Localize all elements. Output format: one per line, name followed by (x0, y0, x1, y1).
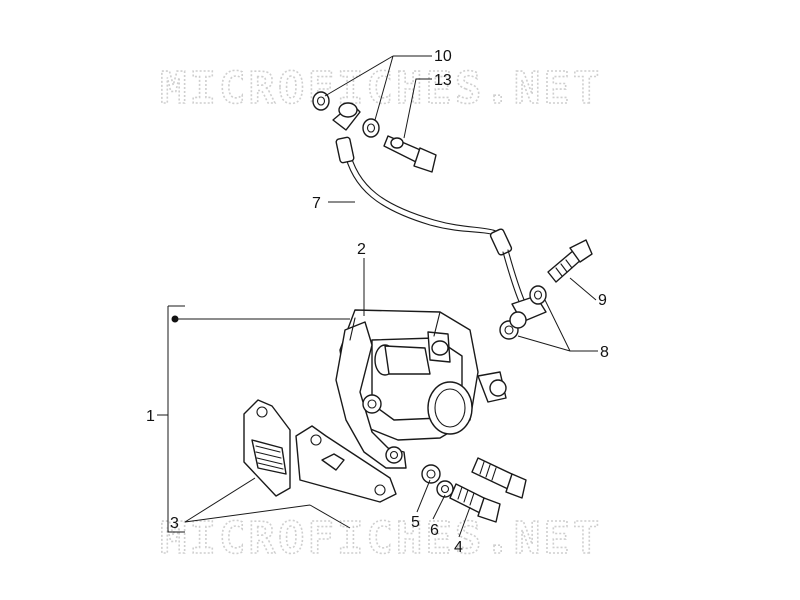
watermark-bottom: MICROFICHES.NET (160, 513, 602, 564)
leader-lines (157, 55, 598, 538)
callout-10: 10 (434, 48, 452, 65)
callout-13: 13 (434, 72, 452, 89)
banjo-bolt-right (547, 239, 593, 283)
callout-3: 3 (170, 515, 179, 532)
callout-6: 6 (430, 522, 439, 539)
watermark-top: MICROFICHES.NET (160, 63, 602, 114)
caliper-washers (421, 464, 454, 498)
callout-7: 7 (312, 195, 321, 212)
brake-caliper (335, 309, 507, 469)
callout-8: 8 (600, 344, 609, 361)
brake-hose (332, 102, 547, 323)
caliper-mounting-bolts (449, 457, 527, 523)
brake-pads (243, 399, 397, 503)
banjo-bolt-top (383, 135, 437, 173)
hose-washers-right (499, 285, 547, 340)
callout-5: 5 (411, 514, 420, 531)
callout-9: 9 (598, 292, 607, 309)
hose-washers-top (312, 91, 380, 138)
callout-2: 2 (357, 241, 366, 258)
callout-1: 1 (146, 408, 155, 425)
callout-4: 4 (454, 539, 463, 556)
